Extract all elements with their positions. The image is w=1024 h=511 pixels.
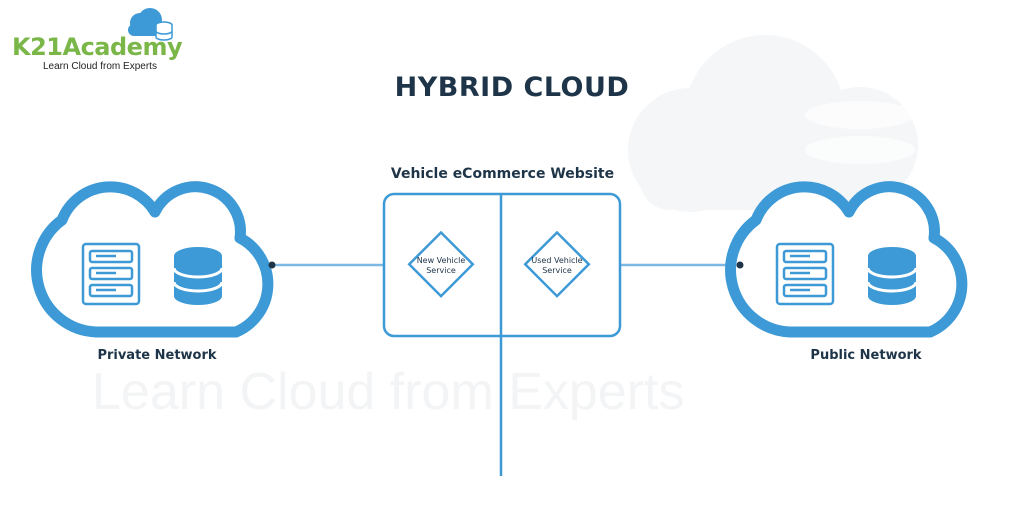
database-icon bbox=[866, 247, 918, 305]
private-network-label: Private Network bbox=[97, 348, 217, 363]
new-vehicle-service-diamond bbox=[407, 230, 475, 298]
public-network-label: Public Network bbox=[810, 348, 922, 363]
private-network-cloud-icon bbox=[31, 181, 274, 338]
page-title: HYBRID CLOUD bbox=[394, 72, 630, 103]
logo-wordmark: K21Academy bbox=[12, 33, 183, 61]
server-rack-icon bbox=[775, 242, 835, 306]
right-connector-dot bbox=[736, 261, 744, 269]
database-icon bbox=[172, 247, 224, 305]
website-label: Vehicle eCommerce Website bbox=[390, 166, 615, 182]
website-container-box bbox=[382, 192, 622, 338]
server-rack-icon bbox=[81, 242, 141, 306]
logo-cloud-icon bbox=[128, 8, 173, 41]
logo-tagline: Learn Cloud from Experts bbox=[43, 61, 157, 72]
left-connector-dot bbox=[268, 261, 276, 269]
public-network-cloud-icon bbox=[725, 181, 968, 338]
used-vehicle-service-label: Used Vehicle Service bbox=[531, 256, 583, 275]
used-vehicle-service-diamond bbox=[523, 230, 591, 298]
new-vehicle-service-label: New Vehicle Service bbox=[416, 256, 466, 275]
watermark-text: Learn Cloud from Experts bbox=[92, 363, 685, 421]
